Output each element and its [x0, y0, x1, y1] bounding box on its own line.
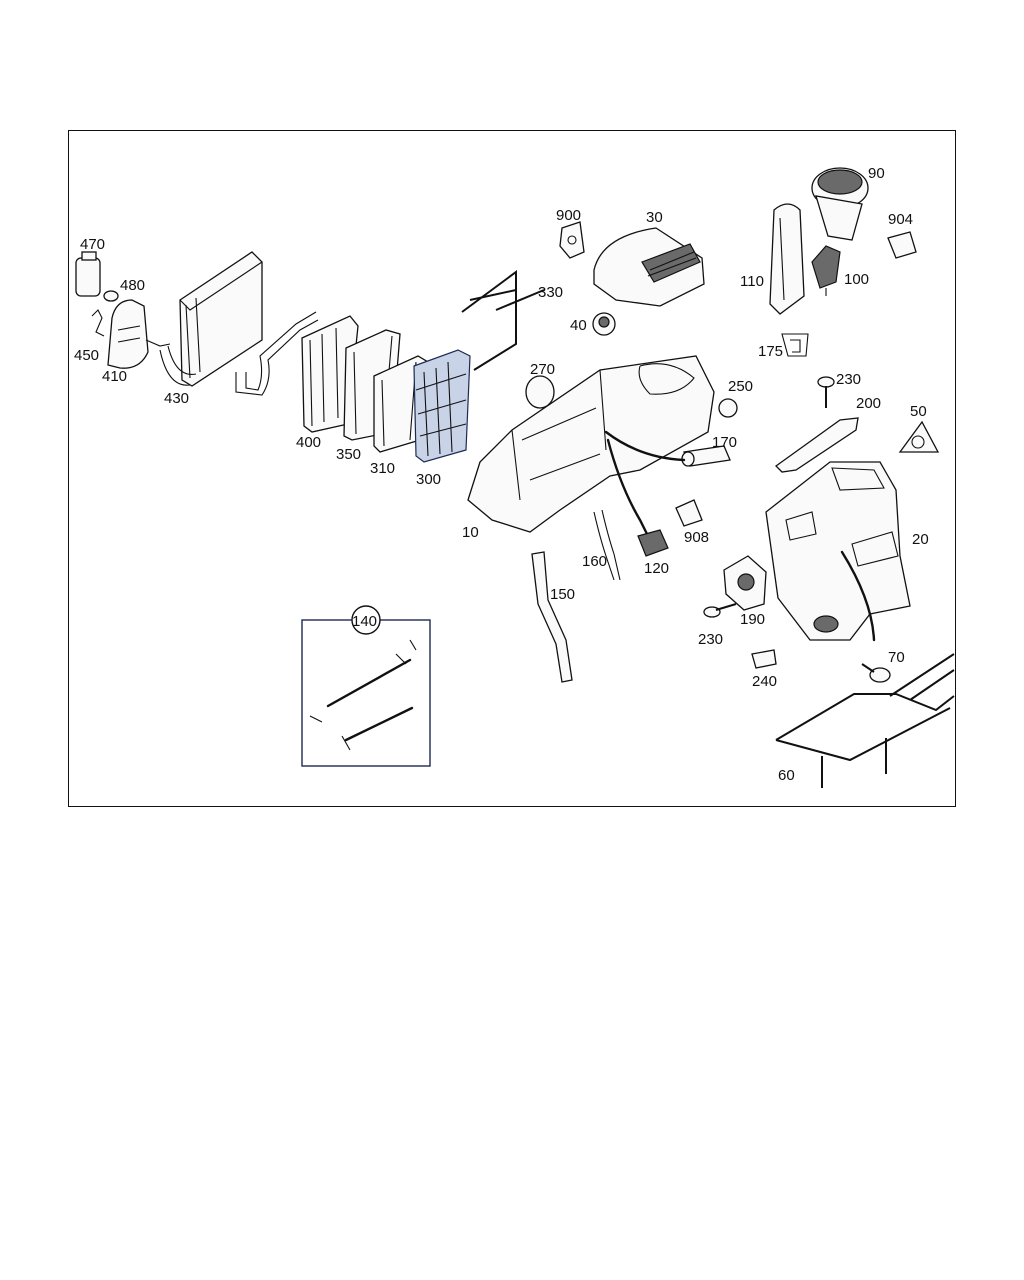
linkage-rods-part: [309, 639, 417, 751]
main-housing-part: [467, 355, 715, 533]
callout-circle: [351, 605, 381, 635]
o-ring-part: [103, 290, 119, 302]
callout-label: 10: [462, 524, 479, 541]
flange-plate-part: [898, 420, 940, 453]
servo-actuator-part: [723, 555, 767, 611]
callout-label: 904: [888, 211, 913, 228]
connector-part: [637, 529, 669, 557]
label-tag-part: [887, 231, 917, 259]
blower-motor-part: [811, 167, 869, 241]
bolt-part: [861, 663, 891, 683]
actuator-knob-part: [592, 312, 616, 336]
callout-label: 250: [728, 378, 753, 395]
bowden-cable-part: [840, 550, 876, 642]
callout-label: 20: [912, 531, 929, 548]
callout-label: 175: [758, 343, 783, 360]
callout-label: 430: [164, 390, 189, 407]
callout-label: 350: [336, 446, 361, 463]
drain-pipe-part: [531, 551, 573, 683]
callout-label: 908: [684, 529, 709, 546]
callout-label: 110: [740, 273, 764, 290]
clip-part: [751, 649, 777, 669]
callout-label: 120: [644, 560, 669, 577]
callout-label: 100: [844, 271, 869, 288]
expansion-valve-part: [75, 251, 101, 297]
sensor-pipe-part: [681, 445, 731, 467]
mounting-bracket-part: [559, 221, 585, 259]
diagram-frame: [68, 130, 956, 807]
callout-label: 270: [530, 361, 555, 378]
callout-label: 240: [752, 673, 777, 690]
blower-resistor-part: [811, 245, 841, 296]
callout-label: 400: [296, 434, 321, 451]
callout-label: 410: [102, 368, 127, 385]
drain-hose-part: [593, 509, 621, 581]
callout-label: 330: [538, 284, 563, 301]
callout-label: 300: [416, 471, 441, 488]
clip-part: [91, 309, 105, 337]
mounting-rail-part: [774, 417, 859, 473]
callout-label: 160: [582, 553, 607, 570]
air-duct-part: [769, 203, 805, 315]
callout-label: 140: [352, 613, 377, 630]
callout-label: 30: [646, 209, 663, 226]
callout-label: 50: [910, 403, 927, 420]
callout-label: 40: [570, 317, 587, 334]
nut-part: [718, 398, 738, 418]
screw-part: [817, 376, 835, 408]
evaporator-housing-part: [107, 299, 171, 369]
blower-housing-upper-part: [593, 227, 705, 307]
callout-label: 480: [120, 277, 145, 294]
callout-label: 900: [556, 207, 581, 224]
bracket-part: [461, 270, 545, 371]
callout-label: 470: [80, 236, 105, 253]
wiring-harness-part: [604, 430, 686, 542]
screw-part: [703, 603, 737, 618]
distribution-housing-part: [765, 461, 911, 641]
callout-label: 450: [74, 347, 99, 364]
callout-label: 310: [370, 460, 395, 477]
callout-label: 190: [740, 611, 765, 628]
callout-label: 230: [698, 631, 723, 648]
insulation-part: [775, 653, 955, 788]
callout-label: 170: [712, 434, 737, 451]
callout-label: 60: [778, 767, 795, 784]
evaporator-core-part: [159, 251, 263, 387]
callout-label: 200: [856, 395, 881, 412]
gasket-part: [525, 375, 555, 409]
callout-label: 230: [836, 371, 861, 388]
label-tag-part: [675, 499, 703, 527]
retaining-clip-part: [781, 333, 809, 357]
callout-label: 150: [550, 586, 575, 603]
cabin-filter-part: [413, 349, 471, 463]
callout-label: 90: [868, 165, 885, 182]
callout-label: 70: [888, 649, 905, 666]
